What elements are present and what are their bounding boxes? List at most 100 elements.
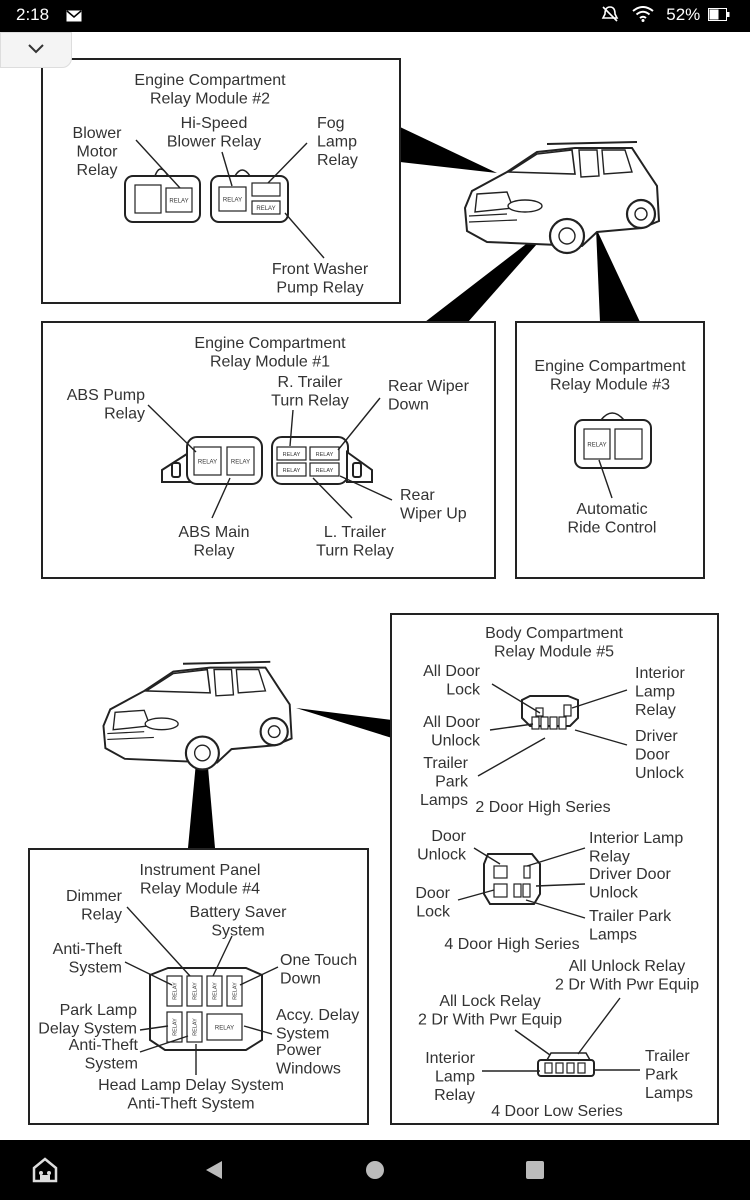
anti-theft-relay-b [186, 1011, 203, 1043]
rear-wiper-down-leader [337, 397, 381, 451]
rear-wiper-up-relay [309, 462, 340, 477]
home-icon[interactable] [31, 1156, 59, 1184]
dimmer-leader [126, 906, 191, 977]
abs-pump-relay-label: RELAY [231, 460, 250, 466]
blower-motor-relay [165, 187, 193, 213]
headlight [507, 199, 543, 213]
low4-pin-1 [555, 1062, 564, 1074]
abs-main-relay-label: RELAY [198, 460, 217, 466]
headlight [144, 717, 179, 731]
high4-unlock-leader [473, 847, 501, 865]
hispeed-blower-relay-label: RELAY [223, 198, 242, 204]
pointer-wedge-module5 [296, 708, 392, 738]
front-washer-relay-label: RELAY [256, 206, 275, 212]
status-bar: 2:18 52% [0, 0, 750, 32]
high4-lock-leader [457, 889, 495, 901]
circle-home-icon[interactable] [363, 1158, 387, 1182]
high2-pin-lamp [563, 704, 572, 717]
pointer-wedge-module3 [596, 228, 640, 322]
anti-theft-1-leader [124, 961, 173, 986]
low4-pin-3 [577, 1062, 586, 1074]
module3-box [515, 321, 705, 579]
high4-block [483, 853, 541, 905]
one-touch-leader [239, 966, 279, 986]
l-trailer-relay-label: RELAY [283, 468, 301, 474]
back-icon[interactable] [202, 1158, 226, 1182]
grille [474, 191, 514, 213]
high4-door-unlock-relay [493, 865, 508, 879]
r-trailer-relay-label: RELAY [283, 452, 301, 458]
accy-delay-relay [206, 1013, 243, 1041]
roof-rack [546, 141, 638, 145]
module2-clip-right [234, 169, 251, 177]
r-trailer-relay [276, 446, 307, 461]
abs-main-relay [193, 446, 222, 476]
high2-lamp-leader [571, 689, 628, 709]
status-right: 52% [601, 5, 730, 25]
high4-door-lock-relay [493, 883, 508, 898]
park-lamp-relay [166, 1011, 183, 1043]
l-trailer-leader [312, 477, 353, 519]
recents-icon[interactable] [523, 1158, 547, 1182]
automatic-ride-relay [583, 428, 611, 460]
high4-pin-c [523, 865, 531, 879]
anti-theft-2-leader [139, 1035, 189, 1053]
high4-lamp-leader [526, 847, 586, 867]
low4-cap [545, 1052, 592, 1061]
accy-delay-leader [243, 1025, 273, 1035]
mute-icon [601, 6, 619, 22]
module3-clip [600, 412, 625, 421]
low4-pin-2 [566, 1062, 575, 1074]
accy-delay-relay-label: RELAY [215, 1026, 234, 1032]
anti-theft-relay-a [206, 975, 223, 1007]
high2-caption: 2 Door High Series [475, 799, 610, 816]
rear-wiper-up-relay-label: RELAY [316, 468, 334, 474]
one-touch-relay [226, 975, 243, 1007]
anti-theft-relay-b-label: RELAY [193, 1018, 199, 1036]
abs-pump-leader [147, 404, 197, 453]
l-trailer-relay [276, 462, 307, 477]
rear-wheel [625, 198, 657, 230]
high2-pin-1 [540, 716, 549, 730]
collapse-button[interactable] [0, 32, 72, 68]
fog-lamp-relay [251, 182, 281, 197]
pointer-wedge-module4 [188, 698, 215, 848]
front-hub [193, 744, 211, 762]
high4-trailer-leader [525, 899, 586, 919]
battery-icon [708, 8, 730, 21]
battery-saver-relay [186, 975, 203, 1007]
hispeed-leader [221, 151, 233, 187]
front-hub [558, 227, 576, 245]
r-trailer-leader [289, 409, 294, 447]
washer-leader [284, 212, 325, 259]
vehicle-bottom [102, 660, 293, 771]
module1-bracket-right-slot [352, 462, 362, 478]
high4-driver-leader [535, 883, 586, 887]
high4-pin-a [513, 883, 522, 898]
blower-leader [135, 139, 181, 189]
